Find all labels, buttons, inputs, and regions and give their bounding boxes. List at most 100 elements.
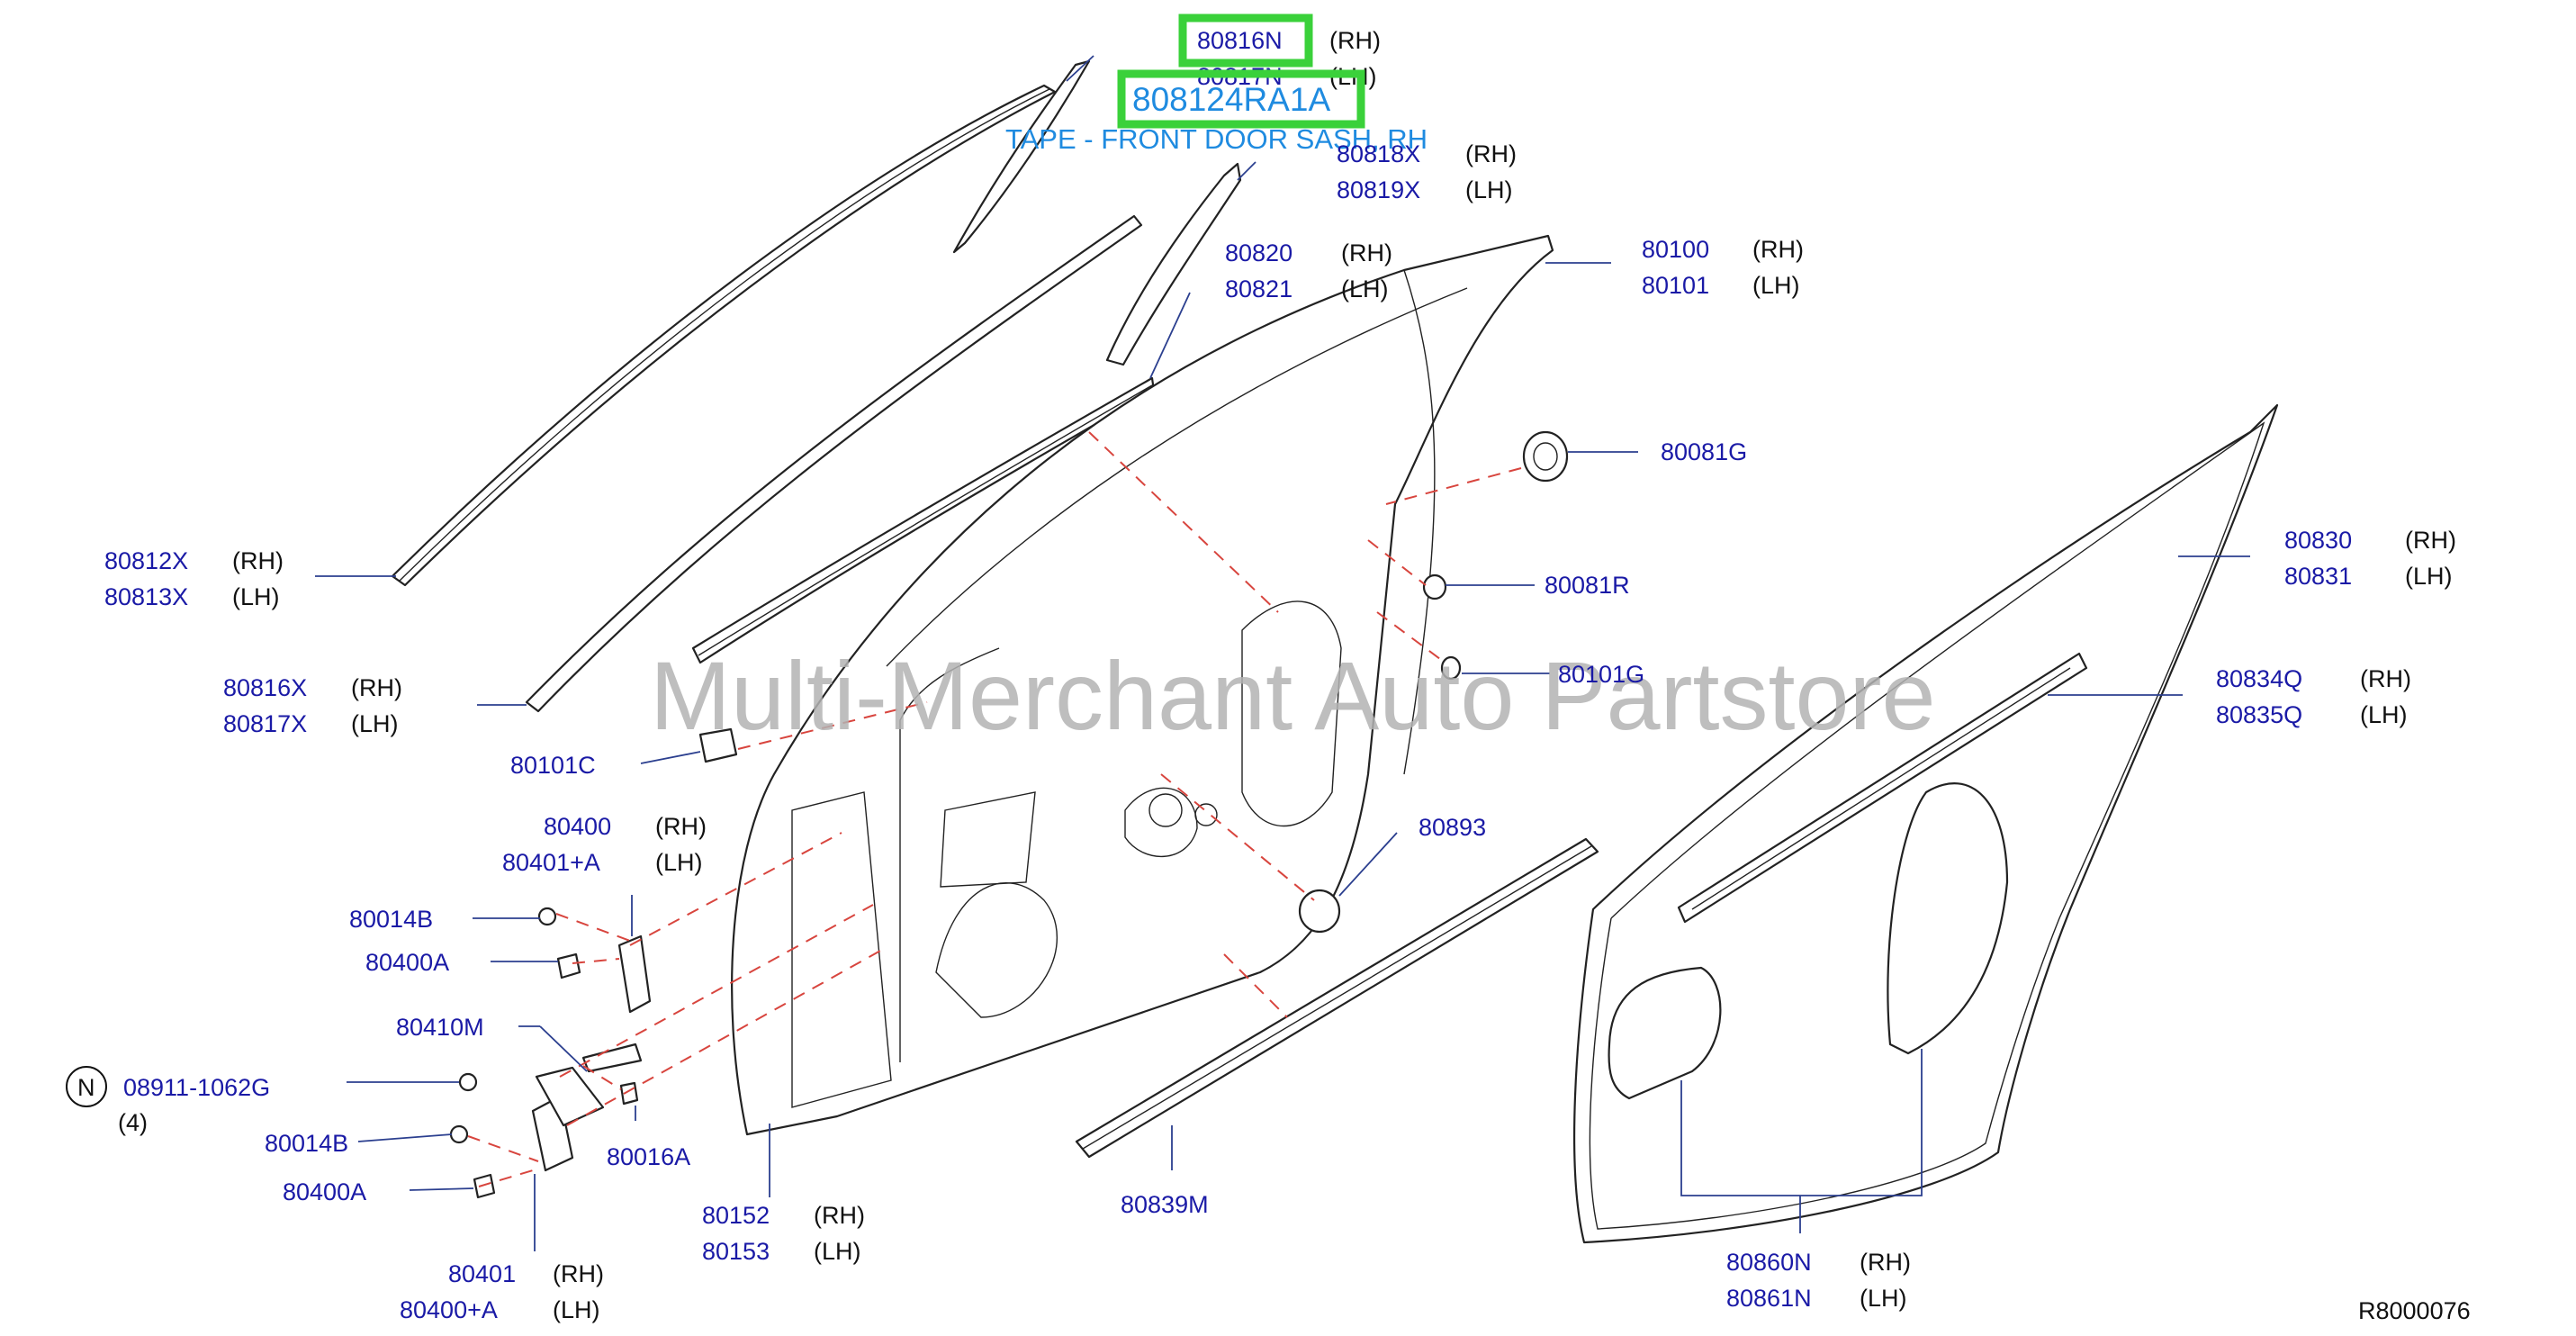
part-number[interactable]: 80401+A xyxy=(502,849,600,876)
part-number[interactable]: 80101 xyxy=(1642,272,1709,299)
callout-80016a[interactable]: 80016A xyxy=(607,1143,690,1170)
callout-80400a-bottom[interactable]: 80400A xyxy=(283,1178,366,1205)
part-number[interactable]: 80813X xyxy=(104,583,188,610)
callout-80818x[interactable]: 80818X (RH) 80819X (LH) xyxy=(1337,140,1517,203)
door-panel-80100 xyxy=(731,234,1554,1136)
highlighted-part-number[interactable]: 808124RA1A xyxy=(1132,81,1330,118)
side-label: (LH) xyxy=(351,710,399,737)
part-number[interactable]: 80821 xyxy=(1225,275,1293,302)
quantity-label: (4) xyxy=(118,1109,148,1136)
part-number[interactable]: 80081R xyxy=(1545,572,1630,599)
part-number[interactable]: 80831 xyxy=(2284,563,2352,590)
part-number[interactable]: 80152 xyxy=(702,1202,770,1229)
side-label: (LH) xyxy=(1860,1285,1907,1312)
callout-80401[interactable]: 80401 (RH) 80400+A (LH) xyxy=(400,1260,604,1323)
callout-80830[interactable]: 80830 (RH) 80831 (LH) xyxy=(2284,527,2456,590)
callout-80812x[interactable]: 80812X (RH) 80813X (LH) xyxy=(104,547,284,610)
block-80101c xyxy=(698,727,738,763)
highlight-box xyxy=(1178,14,1313,68)
side-label: (LH) xyxy=(1465,176,1513,203)
callout-80081g[interactable]: 80081G xyxy=(1661,438,1747,465)
part-number[interactable]: 80816X xyxy=(223,674,307,701)
sash-molding-80812x xyxy=(391,84,1057,587)
callout-80820[interactable]: 80820 (RH) 80821 (LH) xyxy=(1225,239,1392,302)
leader-lines xyxy=(315,55,2250,1251)
part-number[interactable]: 80400A xyxy=(283,1178,366,1205)
part-number[interactable]: 80893 xyxy=(1419,814,1486,841)
callout-80816x[interactable]: 80816X (RH) 80817X (LH) xyxy=(223,674,402,737)
callout-80100[interactable]: 80100 (RH) 80101 (LH) xyxy=(1642,236,1804,299)
part-number[interactable]: 80101C xyxy=(510,752,596,779)
side-label: (LH) xyxy=(1341,275,1389,302)
part-number[interactable]: 80400+A xyxy=(400,1296,498,1323)
part-number[interactable]: 80400A xyxy=(365,949,449,976)
guide-lines xyxy=(467,431,1522,1187)
plug-80081r xyxy=(1422,573,1447,600)
callout-80014b-top[interactable]: 80014B xyxy=(349,906,433,933)
side-label: (RH) xyxy=(553,1260,604,1287)
n-badge-circle xyxy=(66,1066,107,1107)
part-number[interactable]: 80016A xyxy=(607,1143,690,1170)
callout-80860n[interactable]: 80860N (RH) 80861N (LH) xyxy=(1726,1249,1911,1312)
part-number[interactable]: 80835Q xyxy=(2216,701,2302,728)
callout-80101g[interactable]: 80101G xyxy=(1558,661,1644,688)
sash-cover-80818x xyxy=(1105,162,1242,366)
part-number[interactable]: 80860N xyxy=(1726,1249,1812,1276)
part-number[interactable]: 80861N xyxy=(1726,1285,1812,1312)
side-label: (LH) xyxy=(553,1296,600,1323)
callout-08911-1062g[interactable]: N 08911-1062G (4) xyxy=(66,1066,270,1136)
part-number[interactable]: 80014B xyxy=(349,906,433,933)
part-number[interactable]: 80081G xyxy=(1661,438,1747,465)
part-number[interactable]: 80014B xyxy=(265,1130,348,1157)
part-number[interactable]: 80830 xyxy=(2284,527,2352,554)
callout-80410m[interactable]: 80410M xyxy=(396,1014,484,1041)
part-number[interactable]: 80816N xyxy=(1197,27,1283,54)
callout-80081r[interactable]: 80081R xyxy=(1545,572,1630,599)
part-number[interactable]: 80100 xyxy=(1642,236,1709,263)
side-label: (RH) xyxy=(351,674,402,701)
highlighted-part-description: TAPE - FRONT DOOR SASH, RH xyxy=(1005,123,1428,155)
part-number[interactable]: 08911-1062G xyxy=(123,1074,270,1101)
side-label: (RH) xyxy=(655,813,707,840)
part-number[interactable]: 80819X xyxy=(1337,176,1420,203)
part-number[interactable]: 80818X xyxy=(1337,140,1420,167)
side-label: (RH) xyxy=(1752,236,1804,263)
part-number[interactable]: 80820 xyxy=(1225,239,1293,266)
callout-80400a-top[interactable]: 80400A xyxy=(365,949,449,976)
callout-80400[interactable]: 80400 (RH) 80401+A (LH) xyxy=(502,813,707,876)
n-badge: N xyxy=(77,1074,95,1101)
part-number[interactable]: 80817X xyxy=(223,710,307,737)
callout-80834q[interactable]: 80834Q (RH) 80835Q (LH) xyxy=(2216,665,2411,728)
callout-80014b-bottom[interactable]: 80014B xyxy=(265,1130,348,1157)
grommet-80081g xyxy=(1522,430,1569,483)
belt-weatherstrip-80834q xyxy=(1677,652,2088,924)
part-number[interactable]: 80812X xyxy=(104,547,188,574)
rail-80839m xyxy=(1075,837,1599,1159)
seal-80893 xyxy=(1298,889,1341,934)
callout-80839m[interactable]: 80839M xyxy=(1121,1191,1209,1218)
part-number[interactable]: 80153 xyxy=(702,1238,770,1265)
side-label: (RH) xyxy=(814,1202,865,1229)
part-number[interactable]: 80834Q xyxy=(2216,665,2302,692)
callout-80893[interactable]: 80893 xyxy=(1419,814,1486,841)
belt-molding-80816x xyxy=(525,214,1143,713)
side-label: (RH) xyxy=(232,547,284,574)
side-label: (LH) xyxy=(1752,272,1800,299)
callout-80816n[interactable]: 80816N (RH) 80817N (LH) xyxy=(1178,14,1381,90)
highlighted-part[interactable]: 808124RA1A TAPE - FRONT DOOR SASH, RH xyxy=(1005,69,1428,155)
part-number[interactable]: 80400 xyxy=(544,813,611,840)
callout-80152[interactable]: 80152 (RH) 80153 (LH) xyxy=(702,1202,865,1265)
side-label: (LH) xyxy=(814,1238,861,1265)
callout-80101c[interactable]: 80101C xyxy=(510,752,596,779)
side-label: (RH) xyxy=(2360,665,2411,692)
side-label: (LH) xyxy=(2405,563,2453,590)
part-number[interactable]: 80101G xyxy=(1558,661,1644,688)
part-number[interactable]: 80839M xyxy=(1121,1191,1209,1218)
part-number[interactable]: 80401 xyxy=(448,1260,516,1287)
clip-80101g xyxy=(1440,655,1462,681)
side-label: (LH) xyxy=(655,849,703,876)
side-label: (RH) xyxy=(1329,27,1381,54)
watermark: Multi-Merchant Auto Partstore xyxy=(650,641,1936,750)
part-number[interactable]: 80410M xyxy=(396,1014,484,1041)
